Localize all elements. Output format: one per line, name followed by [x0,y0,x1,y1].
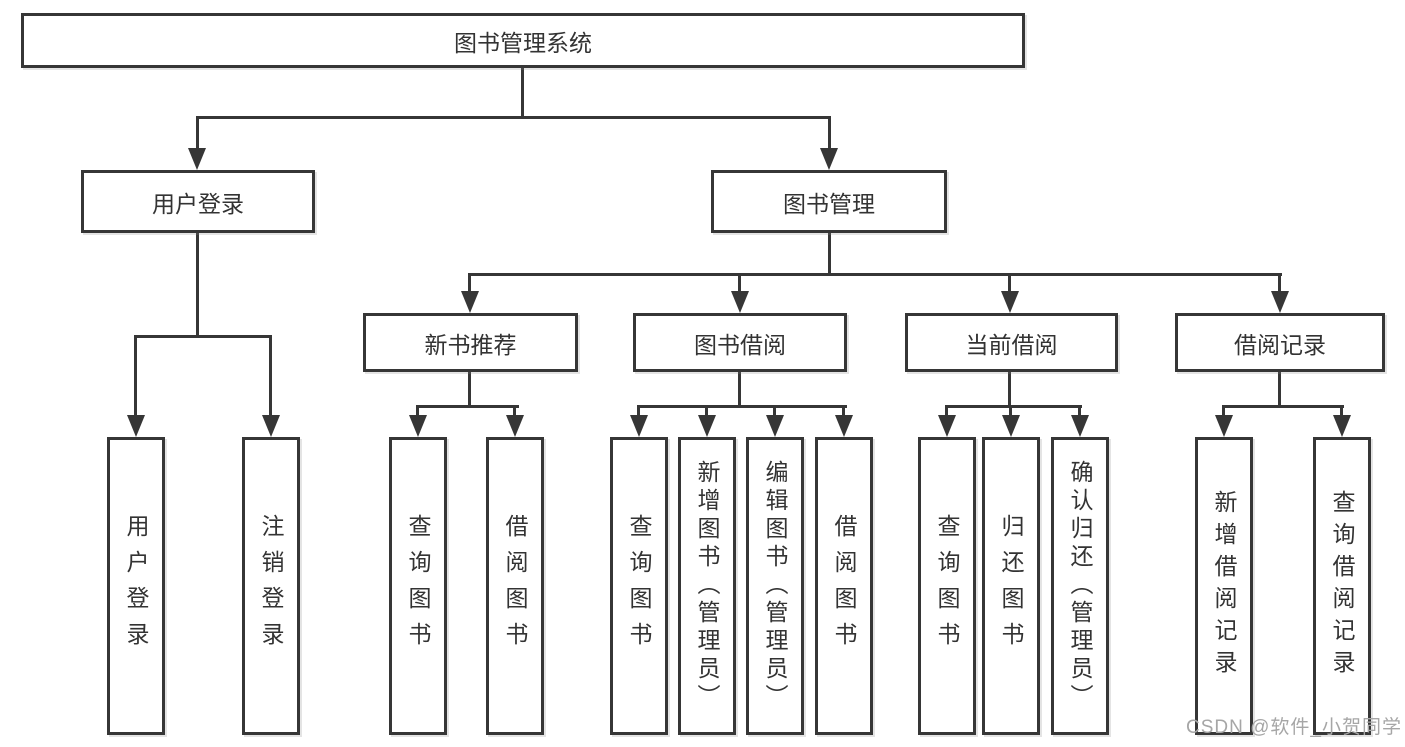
leaf-query-books: 查询图书 [610,437,668,735]
connector-line [1009,407,1012,419]
node-book-management: 图书管理 [711,170,947,233]
connector-line [945,405,1082,408]
connector-line [773,407,776,419]
leaf-label: 借阅图书 [831,514,857,658]
arrowhead-down-icon [1071,415,1089,437]
arrowhead-down-icon [409,415,427,437]
node-new-book-recommend: 新书推荐 [363,313,578,372]
arrowhead-down-icon [262,415,280,437]
node-borrow-records: 借阅记录 [1175,313,1385,372]
node-current-borrow: 当前借阅 [905,313,1118,372]
connector-line [196,118,199,152]
connector-line [705,407,708,419]
leaf-label: 确认归还（管理员） [1067,460,1093,712]
connector-line [828,233,831,275]
arrowhead-down-icon [461,291,479,313]
connector-line [1278,275,1281,295]
leaf-label: 用户登录 [123,514,149,658]
connector-line [134,335,272,338]
leaf-query-borrow-record: 查询借阅记录 [1313,437,1371,735]
arrowhead-down-icon [938,415,956,437]
connector-line [842,407,845,419]
leaf-edit-books-admin: 编辑图书（管理员） [746,437,804,735]
arrowhead-down-icon [1002,415,1020,437]
connector-line [738,372,741,407]
connector-line [1222,405,1344,408]
leaf-label: 借阅图书 [502,514,528,658]
arrowhead-down-icon [820,148,838,170]
node-book-borrow: 图书借阅 [633,313,847,372]
leaf-label: 查询图书 [934,514,960,658]
arrowhead-down-icon [506,415,524,437]
connector-line [196,233,199,337]
leaf-borrow-books: 借阅图书 [815,437,873,735]
leaf-return-books: 归还图书 [982,437,1040,735]
leaf-add-books-admin: 新增图书（管理员） [678,437,736,735]
leaf-label: 查询借阅记录 [1329,490,1355,682]
leaf-label: 查询图书 [405,514,431,658]
arrowhead-down-icon [835,415,853,437]
connector-line [521,66,524,118]
node-label: 当前借阅 [965,331,1058,358]
connector-line [468,273,1282,276]
connector-line [416,407,419,419]
arrowhead-down-icon [1271,291,1289,313]
watermark: CSDN @软件_小贺同学 [1186,717,1402,738]
leaf-label: 查询图书 [626,514,652,658]
arrowhead-down-icon [1001,291,1019,313]
node-label: 图书借阅 [694,331,786,358]
connector-line [513,407,516,419]
node-label: 用户登录 [152,190,244,217]
arrowhead-down-icon [698,415,716,437]
connector-line [416,405,519,408]
leaf-label: 注销登录 [258,514,284,658]
connector-line [637,405,847,408]
connector-line [1222,407,1225,419]
leaf-add-borrow-record: 新增借阅记录 [1195,437,1253,735]
connector-line [196,116,831,119]
connector-line [637,407,640,419]
connector-line [1008,275,1011,295]
arrowhead-down-icon [1215,415,1233,437]
arrowhead-down-icon [630,415,648,437]
node-user-login: 用户登录 [81,170,315,233]
connector-line [1278,372,1281,407]
leaf-borrow-books: 借阅图书 [486,437,544,735]
connector-line [1078,407,1081,419]
node-root: 图书管理系统 [21,13,1025,68]
connector-line [269,337,272,417]
arrowhead-down-icon [1333,415,1351,437]
connector-line [468,372,471,407]
leaf-label: 新增图书（管理员） [694,460,720,712]
leaf-query-books: 查询图书 [389,437,447,735]
connector-line [945,407,948,419]
leaf-label: 归还图书 [998,514,1024,658]
leaf-user-login: 用户登录 [107,437,165,735]
connector-line [134,337,137,417]
node-label: 借阅记录 [1234,331,1326,358]
leaf-label: 编辑图书（管理员） [762,460,788,712]
leaf-confirm-return-admin: 确认归还（管理员） [1051,437,1109,735]
node-label: 新书推荐 [424,331,517,358]
connector-line [828,118,831,152]
arrowhead-down-icon [731,291,749,313]
arrowhead-down-icon [127,415,145,437]
connector-line [1340,407,1343,419]
leaf-label: 新增借阅记录 [1211,490,1237,682]
arrowhead-down-icon [188,148,206,170]
node-label: 图书管理 [783,190,875,217]
connector-line [468,275,471,295]
connector-line [738,275,741,295]
connector-line [1008,372,1011,407]
leaf-query-books: 查询图书 [918,437,976,735]
arrowhead-down-icon [766,415,784,437]
node-root-label: 图书管理系统 [454,29,592,56]
leaf-logout: 注销登录 [242,437,300,735]
